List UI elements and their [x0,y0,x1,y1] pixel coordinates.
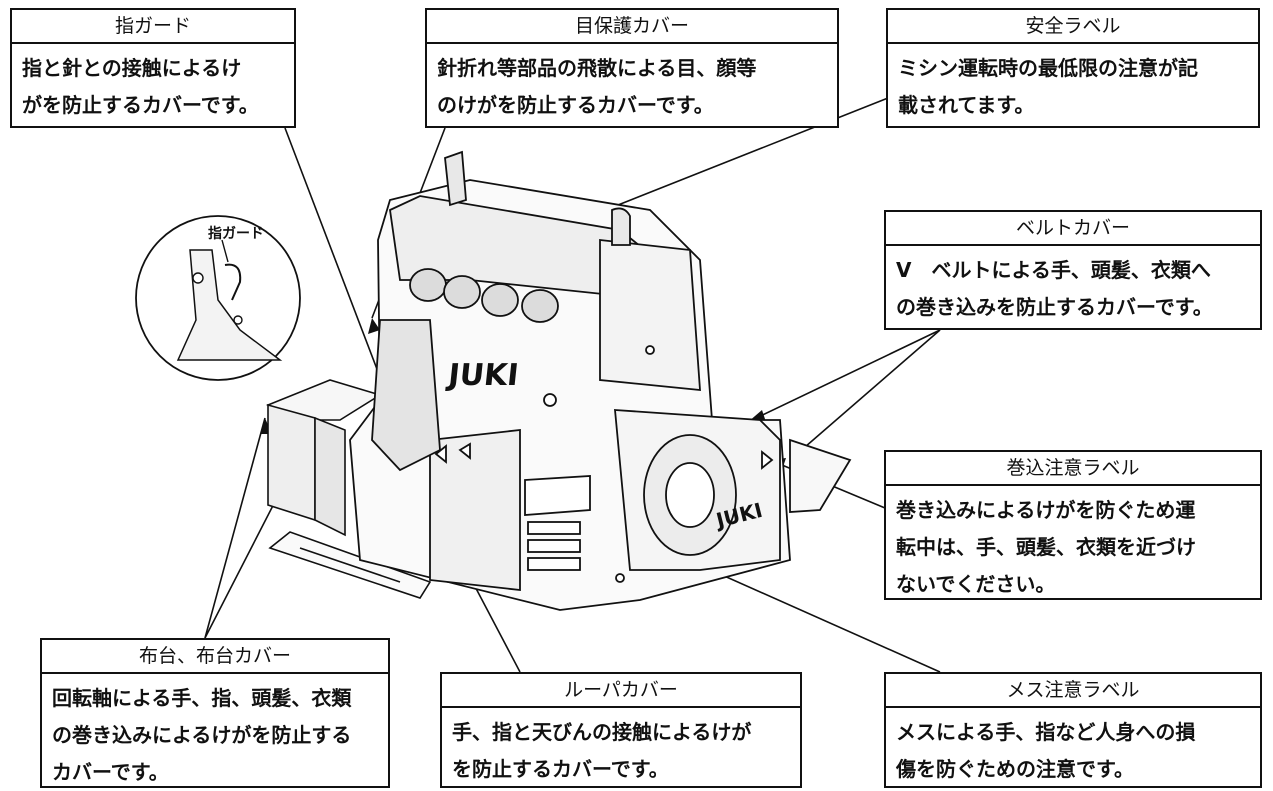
inset-label: 指ガード [208,225,264,242]
safety-label-title: 安全ラベル [888,10,1258,44]
winding-label-title: 巻込注意ラベル [886,452,1260,486]
belt-cover-callout: ベルトカバー V ベルトによる手、頭髪、衣類へ の巻き込みを防止するカバーです。 [884,210,1262,330]
knife-label-text: メスによる手、指など人身への損 傷を防ぐための注意です。 [886,708,1260,788]
eye-guard-callout: 目保護カバー 針折れ等部品の飛散による目、顔等 のけがを防止するカバーです。 [425,8,839,128]
finger-guard-callout: 指ガード 指と針との接触によるけ がを防止するカバーです。 [10,8,296,128]
finger-guard-title: 指ガード [12,10,294,44]
looper-cover-text: 手、指と天びんの接触によるけが を防止するカバーです。 [442,708,800,788]
safety-label-text: ミシン運転時の最低限の注意が記 載されてます。 [888,44,1258,124]
cloth-plate-callout: 布台、布台カバー 回転軸による手、指、頭髪、衣類 の巻き込みによるけがを防止する… [40,638,390,788]
finger-guard-text: 指と針との接触によるけ がを防止するカバーです。 [12,44,294,124]
eye-guard-text: 針折れ等部品の飛散による目、顔等 のけがを防止するカバーです。 [427,44,837,124]
winding-label-text: 巻き込みによるけがを防ぐため運 転中は、手、頭髪、衣類を近づけ ないでください。 [886,486,1260,603]
belt-cover-text: V ベルトによる手、頭髪、衣類へ の巻き込みを防止するカバーです。 [886,246,1260,326]
winding-label-callout: 巻込注意ラベル 巻き込みによるけがを防ぐため運 転中は、手、頭髪、衣類を近づけ … [884,450,1262,600]
looper-cover-title: ルーパカバー [442,674,800,708]
belt-cover-title: ベルトカバー [886,212,1260,246]
eye-guard-title: 目保護カバー [427,10,837,44]
knife-label-callout: メス注意ラベル メスによる手、指など人身への損 傷を防ぐための注意です。 [884,672,1262,788]
safety-label-callout: 安全ラベル ミシン運転時の最低限の注意が記 載されてます。 [886,8,1260,128]
cloth-plate-text: 回転軸による手、指、頭髪、衣類 の巻き込みによるけがを防止する カバーです。 [42,674,388,791]
looper-cover-callout: ルーパカバー 手、指と天びんの接触によるけが を防止するカバーです。 [440,672,802,788]
brand-logo: JUKI [445,358,521,393]
knife-label-title: メス注意ラベル [886,674,1260,708]
machine-body [350,152,850,610]
cloth-plate-title: 布台、布台カバー [42,640,388,674]
